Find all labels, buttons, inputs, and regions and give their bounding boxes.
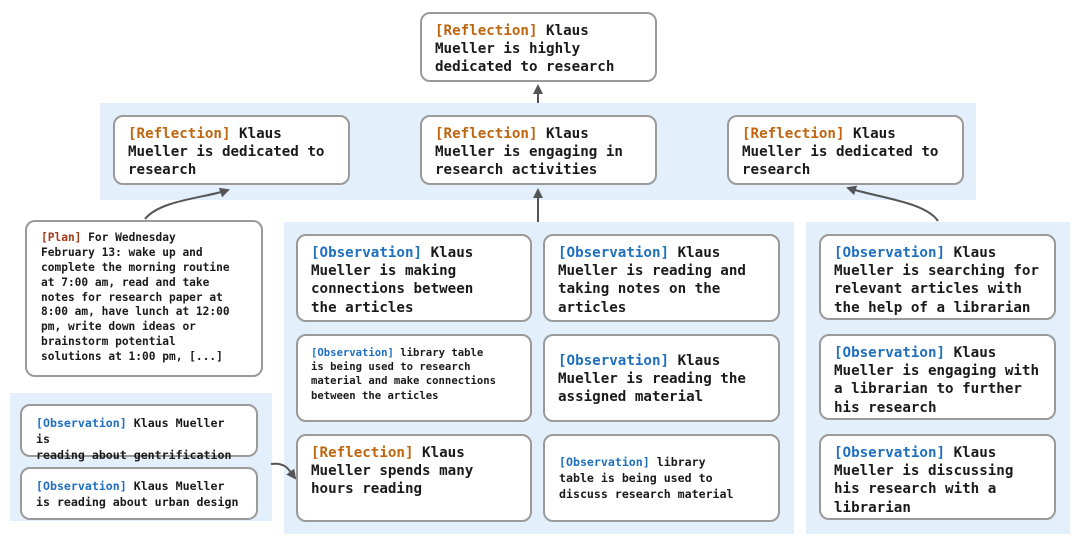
observation-tag: [Observation]	[36, 479, 127, 493]
arrow-left-panel-to-c3	[270, 462, 297, 480]
node-text: Klaus Mueller is reading about gentrific…	[36, 416, 232, 462]
reflection-node-hours-reading: [Reflection] Klaus Mueller spends many h…	[296, 434, 532, 522]
node-text: Klaus Mueller is searching for relevant …	[834, 245, 1039, 316]
observation-node-discussing-research: [Observation] Klaus Mueller is discussin…	[819, 434, 1056, 520]
observation-node-gentrification: [Observation] Klaus Mueller is reading a…	[20, 404, 258, 462]
reflection-tag: [Reflection]	[128, 126, 231, 142]
node-text: Klaus Mueller is reading about urban des…	[36, 479, 239, 509]
reflection-tag: [Reflection]	[435, 23, 538, 39]
node-text: Klaus Mueller is dedicated to research	[742, 126, 939, 179]
node-text: Klaus Mueller is making connections betw…	[311, 245, 474, 316]
node-text: library table is being used to discuss r…	[559, 455, 734, 501]
observation-tag: [Observation]	[834, 245, 946, 261]
observation-node-searching-articles: [Observation] Klaus Mueller is searching…	[819, 234, 1056, 320]
observation-node-library-table-research: [Observation] library table is being use…	[296, 334, 532, 422]
reflection-node-right: [Reflection] Klaus Mueller is dedicated …	[727, 115, 964, 185]
node-text: Klaus Mueller is discussing his research…	[834, 445, 1014, 516]
observation-node-assigned-material: [Observation] Klaus Mueller is reading t…	[543, 334, 780, 422]
observation-tag: [Observation]	[559, 455, 650, 469]
observation-tag: [Observation]	[558, 245, 670, 261]
node-text: Klaus Mueller is reading and taking note…	[558, 245, 746, 316]
reflection-node-center: [Reflection] Klaus Mueller is engaging i…	[420, 115, 657, 185]
reflection-node-left: [Reflection] Klaus Mueller is dedicated …	[113, 115, 350, 185]
observation-node-making-connections: [Observation] Klaus Mueller is making co…	[296, 234, 532, 322]
observation-node-reading-notes: [Observation] Klaus Mueller is reading a…	[543, 234, 780, 322]
reflection-tag: [Reflection]	[435, 126, 538, 142]
observation-tag: [Observation]	[36, 416, 127, 430]
observation-tag: [Observation]	[834, 445, 946, 461]
observation-tag: [Observation]	[311, 245, 423, 261]
node-text: library table is being used to research …	[311, 347, 496, 402]
observation-tag: [Observation]	[558, 353, 670, 369]
plan-tag: [Plan]	[41, 231, 82, 244]
observation-node-library-table-discuss: [Observation] library table is being use…	[543, 434, 780, 522]
observation-node-urban-design: [Observation] Klaus Mueller is reading a…	[20, 467, 258, 520]
reflection-node-top: [Reflection] Klaus Mueller is highly ded…	[420, 12, 657, 82]
node-text: Klaus Mueller is engaging with a librari…	[834, 345, 1039, 416]
node-text: Klaus Mueller is dedicated to research	[128, 126, 325, 179]
plan-node: [Plan] For Wednesday February 13: wake u…	[25, 220, 263, 377]
reflection-tag: [Reflection]	[742, 126, 845, 142]
arrow-right-panel-to-mid-right	[846, 185, 939, 222]
node-text: Klaus Mueller is reading the assigned ma…	[558, 353, 746, 406]
node-text: Klaus Mueller is engaging in research ac…	[435, 126, 623, 179]
observation-tag: [Observation]	[311, 347, 394, 359]
observation-tag: [Observation]	[834, 345, 946, 361]
node-text: Klaus Mueller is highly dedicated to res…	[435, 23, 615, 76]
arrow-plan-to-mid-left	[144, 187, 230, 220]
node-text: Klaus Mueller spends many hours reading	[311, 445, 474, 498]
observation-node-engaging-librarian: [Observation] Klaus Mueller is engaging …	[819, 334, 1056, 420]
reflection-tag: [Reflection]	[311, 445, 414, 461]
node-text: For Wednesday February 13: wake up and c…	[41, 231, 230, 364]
